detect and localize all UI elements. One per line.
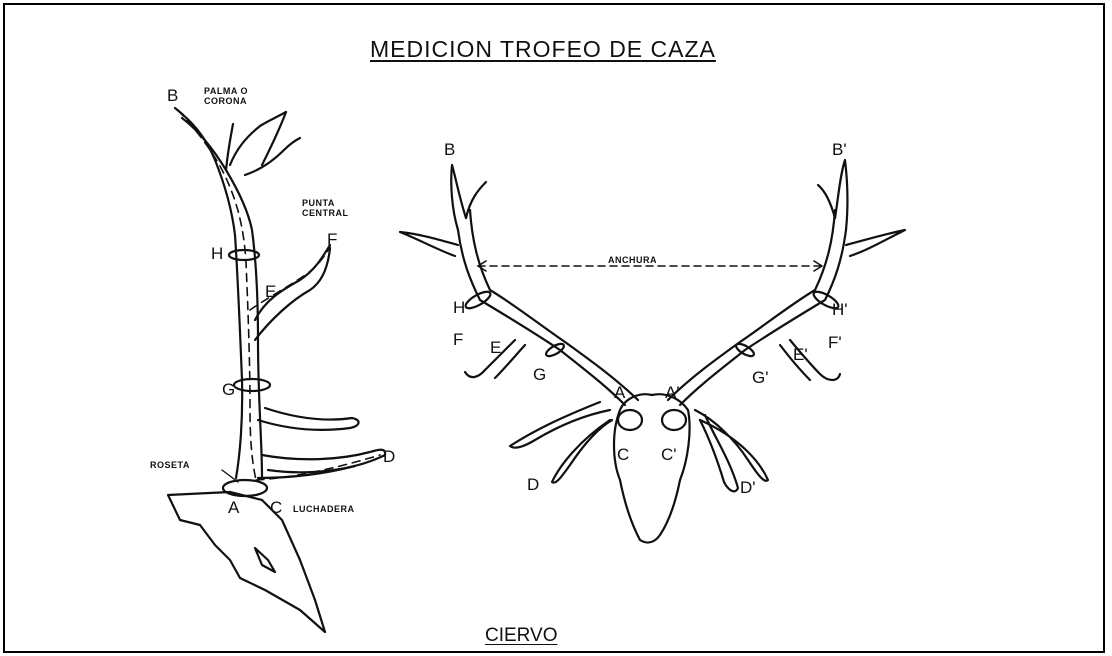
front-label-c: C — [617, 445, 629, 465]
side-label-g: G — [222, 380, 235, 400]
front-label-e-prime: E' — [793, 345, 808, 365]
front-label-e: E — [490, 338, 501, 358]
side-roseta-label: ROSETA — [150, 460, 190, 470]
side-punta-label: PUNTA CENTRAL — [302, 198, 349, 218]
punta-line2: CENTRAL — [302, 208, 349, 218]
front-label-a: A — [614, 383, 625, 403]
side-palma-label: PALMA O CORONA — [204, 86, 248, 106]
front-label-f-prime: F' — [828, 333, 842, 353]
front-label-d: D — [527, 475, 539, 495]
front-label-a-prime: A' — [665, 383, 680, 403]
side-label-c: C — [270, 498, 282, 518]
palma-line1: PALMA O — [204, 86, 248, 96]
front-label-g-prime: G' — [752, 368, 768, 388]
front-anchura-label: ANCHURA — [608, 255, 657, 265]
punta-line1: PUNTA — [302, 198, 349, 208]
side-luchadera-label: LUCHADERA — [293, 504, 355, 514]
side-view-antler — [168, 108, 385, 632]
front-label-d-prime: D' — [740, 478, 756, 498]
side-label-e: E — [265, 282, 276, 302]
front-label-f: F — [453, 330, 463, 350]
side-label-h: H — [211, 244, 223, 264]
front-label-g: G — [533, 365, 546, 385]
front-label-c-prime: C' — [661, 445, 677, 465]
side-label-a: A — [228, 498, 239, 518]
front-label-h: H — [453, 298, 465, 318]
front-label-b-prime: B' — [832, 140, 847, 160]
palma-line2: CORONA — [204, 96, 248, 106]
side-label-d: D — [383, 447, 395, 467]
side-label-b: B — [167, 86, 178, 106]
side-label-f: F — [327, 230, 337, 250]
front-label-h-prime: H' — [832, 300, 848, 320]
front-label-b: B — [444, 140, 455, 160]
